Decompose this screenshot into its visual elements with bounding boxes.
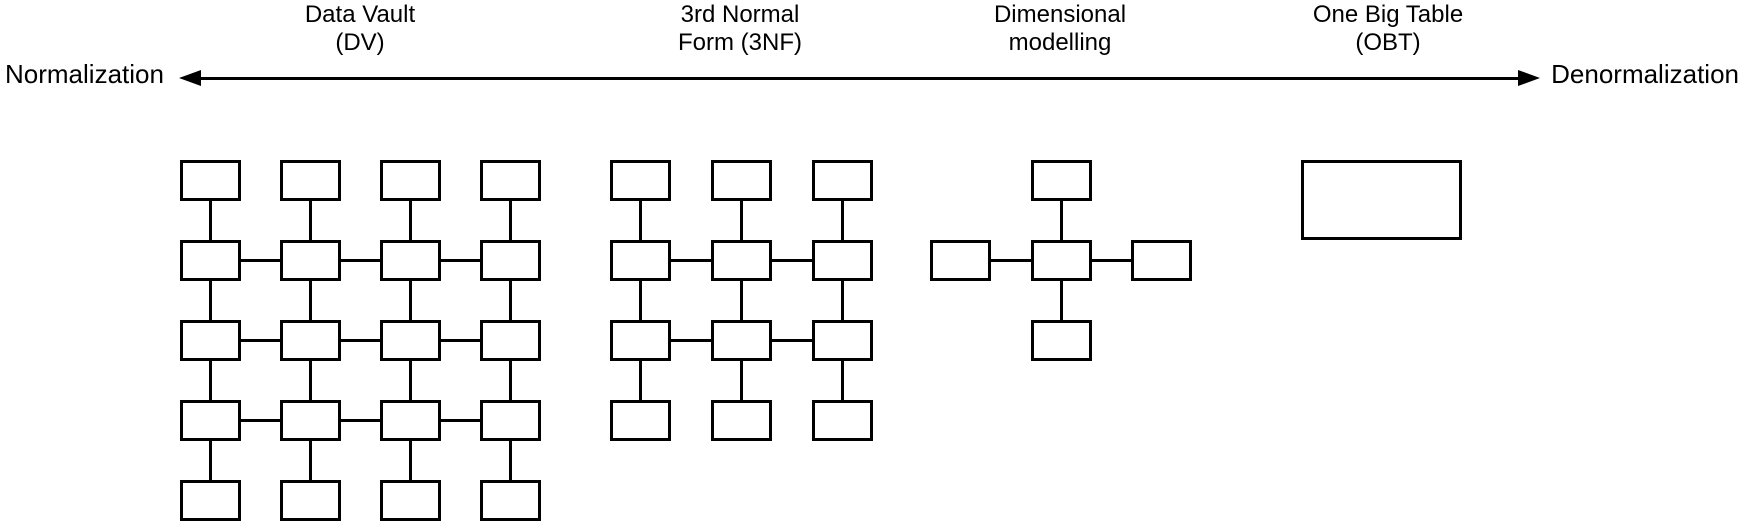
data-vault-schema-table-box (380, 240, 441, 281)
connector-line (441, 339, 480, 342)
third-normal-form-schema-table-box (711, 240, 772, 281)
connector-line (409, 441, 412, 480)
label-line-1: 3rd Normal (680, 1, 800, 28)
connector-line (740, 281, 743, 320)
data-vault-schema-table-box (280, 320, 341, 361)
connector-line (341, 259, 380, 262)
axis-label-normalization: Normalization (5, 59, 164, 89)
label-line-1: Data Vault (304, 1, 416, 28)
third-normal-form-schema-table-box (610, 400, 671, 441)
axis-label-denormalization: Denormalization (1551, 59, 1739, 89)
data-vault-schema-table-box (280, 160, 341, 201)
connector-line (209, 441, 212, 480)
connector-line (309, 281, 312, 320)
connector-line (241, 259, 280, 262)
connector-line (309, 201, 312, 240)
connector-line (639, 361, 642, 400)
data-vault-schema-table-box (480, 320, 541, 361)
data-vault-schema-table-box (180, 160, 241, 201)
connector-line (509, 361, 512, 400)
data-vault-schema-table-box (280, 400, 341, 441)
third-normal-form-schema-table-box (812, 400, 873, 441)
connector-line (509, 281, 512, 320)
label-third-normal-form: 3rd Normal Form (3NF) (678, 1, 802, 57)
connector-line (1060, 201, 1063, 240)
label-line-2: Form (3NF) (678, 29, 802, 56)
connector-line (241, 419, 280, 422)
connector-line (409, 361, 412, 400)
label-data-vault: Data Vault (DV) (305, 1, 415, 57)
label-line-2: (OBT) (1355, 29, 1421, 56)
dimension-table-box (930, 240, 991, 281)
label-one-big-table: One Big Table (OBT) (1313, 1, 1463, 57)
connector-line (341, 419, 380, 422)
connector-line (441, 259, 480, 262)
fact-table-box (1031, 240, 1092, 281)
one-big-table-schema-box (1301, 160, 1462, 240)
data-vault-schema-table-box (480, 480, 541, 521)
connector-line (509, 201, 512, 240)
connector-line (341, 339, 380, 342)
connector-line (841, 201, 844, 240)
spectrum-arrow-shaft (194, 76, 1525, 80)
label-dimensional-modelling: Dimensional modelling (994, 1, 1126, 57)
data-vault-schema-table-box (480, 400, 541, 441)
data-vault-schema-table-box (380, 400, 441, 441)
data-vault-schema-table-box (180, 480, 241, 521)
connector-line (671, 259, 711, 262)
data-vault-schema-table-box (280, 240, 341, 281)
connector-line (509, 441, 512, 480)
dimension-table-box (1131, 240, 1192, 281)
data-vault-schema-table-box (380, 160, 441, 201)
connector-line (772, 259, 812, 262)
data-vault-schema-table-box (380, 480, 441, 521)
third-normal-form-schema-table-box (812, 160, 873, 201)
label-line-1: One Big Table (1312, 1, 1464, 28)
connector-line (639, 201, 642, 240)
connector-line (209, 281, 212, 320)
data-vault-schema-table-box (480, 160, 541, 201)
connector-line (209, 361, 212, 400)
label-line-2: (DV) (335, 29, 385, 56)
dimension-table-box (1031, 320, 1092, 361)
third-normal-form-schema-table-box (610, 160, 671, 201)
connector-line (309, 361, 312, 400)
third-normal-form-schema-table-box (812, 240, 873, 281)
connector-line (309, 441, 312, 480)
connector-line (409, 281, 412, 320)
third-normal-form-schema-table-box (711, 320, 772, 361)
connector-line (671, 339, 711, 342)
connector-line (740, 361, 743, 400)
third-normal-form-schema-table-box (711, 160, 772, 201)
arrowhead-right-icon (1518, 70, 1540, 86)
connector-line (639, 281, 642, 320)
connector-line (841, 281, 844, 320)
connector-line (241, 339, 280, 342)
data-vault-schema-table-box (180, 320, 241, 361)
dimension-table-box (1031, 160, 1092, 201)
connector-line (209, 201, 212, 240)
third-normal-form-schema-table-box (812, 320, 873, 361)
third-normal-form-schema-table-box (711, 400, 772, 441)
data-vault-schema-table-box (280, 480, 341, 521)
data-vault-schema-table-box (480, 240, 541, 281)
data-vault-schema-table-box (180, 240, 241, 281)
data-vault-schema-table-box (380, 320, 441, 361)
label-line-1: Dimensional (993, 1, 1127, 28)
connector-line (1092, 259, 1131, 262)
data-vault-schema-table-box (180, 400, 241, 441)
connector-line (409, 201, 412, 240)
connector-line (1060, 281, 1063, 320)
label-line-2: modelling (1008, 29, 1112, 56)
third-normal-form-schema-table-box (610, 240, 671, 281)
connector-line (991, 259, 1031, 262)
third-normal-form-schema-table-box (610, 320, 671, 361)
connector-line (441, 419, 480, 422)
connector-line (772, 339, 812, 342)
connector-line (841, 361, 844, 400)
connector-line (740, 201, 743, 240)
arrowhead-left-icon (179, 70, 201, 86)
